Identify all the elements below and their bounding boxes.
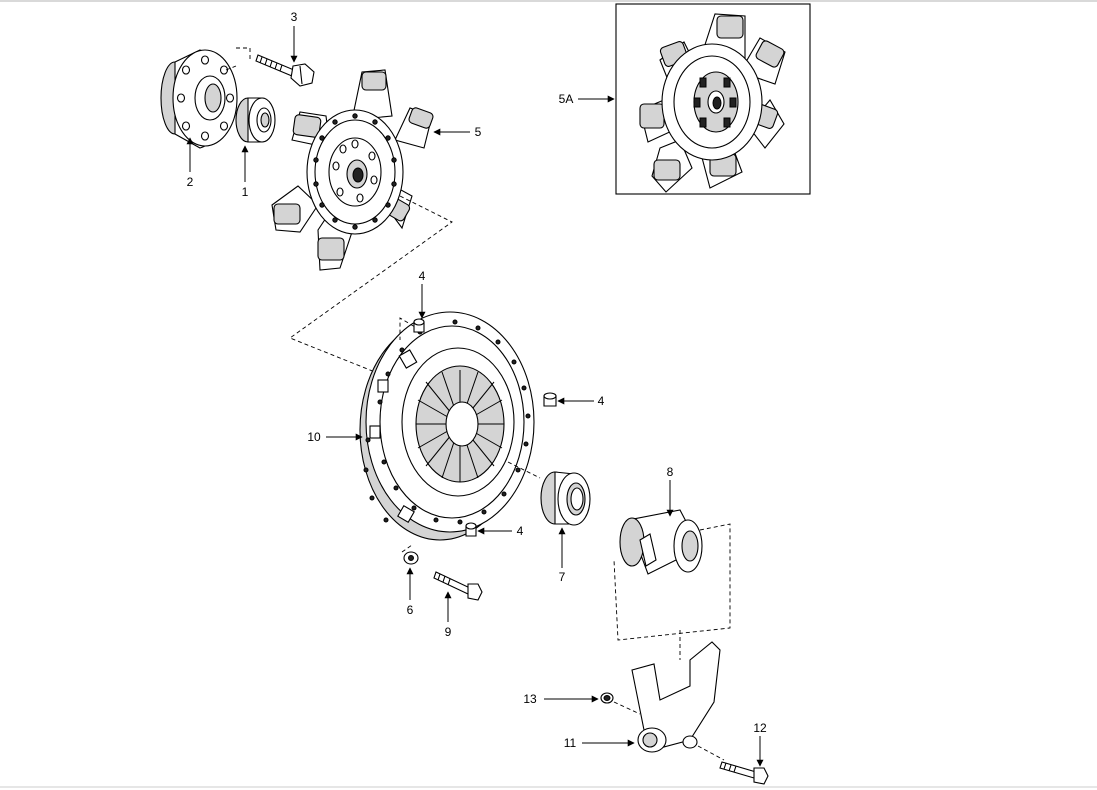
part-1-bearing: [235, 97, 276, 143]
leader-lines: [186, 26, 764, 767]
callout-7: 7: [559, 570, 566, 584]
callout-13: 13: [523, 692, 537, 706]
callout-1: 1: [242, 185, 249, 199]
callout-11: 11: [564, 736, 577, 750]
inset-disc: [639, 13, 786, 193]
callout-labels: 3 2 1 5 5A 4 4 4 10 7 8 6 9 13 11 12: [187, 10, 767, 750]
part-10-pressure-plate: [359, 311, 541, 541]
part-13-nut: [600, 692, 614, 704]
part-11-release-fork: [613, 641, 725, 761]
part-9-bolt: [433, 571, 483, 601]
callout-5: 5: [475, 125, 482, 139]
callout-9: 9: [445, 625, 452, 639]
callout-12: 12: [753, 721, 767, 735]
callout-8: 8: [667, 465, 674, 479]
hub-bolt-holes: [176, 55, 235, 141]
callout-2: 2: [187, 175, 194, 189]
inset-5a: [615, 3, 811, 195]
callout-5a: 5A: [559, 92, 574, 106]
top-border: [0, 0, 1097, 2]
callout-6: 6: [407, 603, 414, 617]
disc-inner-holes: [332, 139, 378, 203]
callout-4-bottom: 4: [517, 524, 524, 538]
part-12-bolt: [719, 761, 769, 785]
callout-3: 3: [291, 10, 298, 24]
part-7-release-bearing: [540, 471, 591, 526]
part-2-hub: [160, 47, 251, 149]
part-6-nut: [401, 544, 419, 565]
callout-4-right: 4: [598, 394, 605, 408]
bottom-border: [0, 786, 1097, 788]
part-8-sleeve: [613, 509, 731, 660]
callout-4-top: 4: [419, 269, 426, 283]
disc-rivets: [313, 113, 397, 230]
callout-10: 10: [307, 430, 321, 444]
part-3-bolt: [255, 54, 315, 87]
plate-holes: [363, 319, 531, 525]
part-5-clutch-disc: [271, 69, 453, 383]
part-4-screws: [413, 318, 557, 537]
